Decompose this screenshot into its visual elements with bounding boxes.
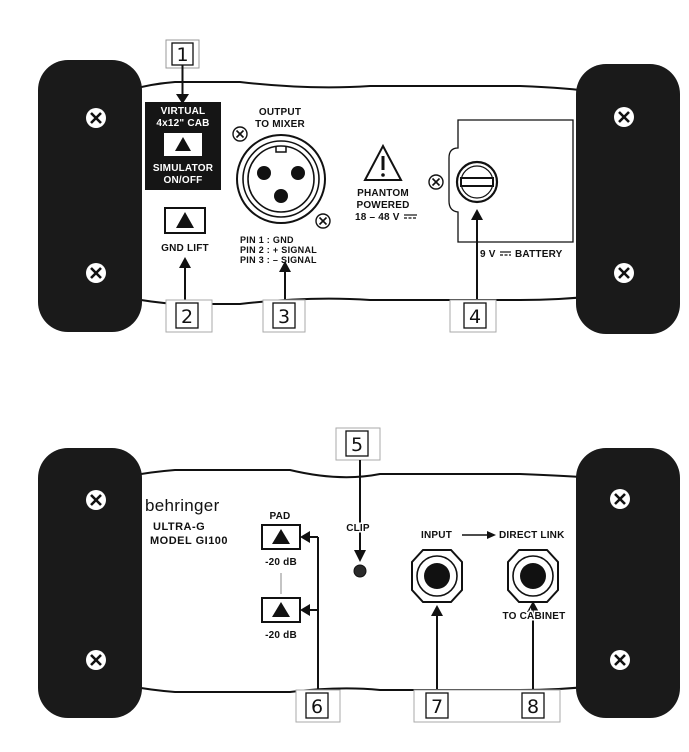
battery-voltage-label: 9 V: [480, 249, 496, 260]
screw-icon: [315, 213, 331, 229]
to-cabinet-label: TO CABINET: [503, 611, 566, 622]
top-left-bumper: [38, 60, 142, 332]
model-line-2: MODEL GI100: [150, 535, 228, 547]
triangle-up-icon: [272, 529, 290, 544]
direct-link-jack[interactable]: [507, 549, 559, 603]
screw-icon: [608, 487, 632, 511]
callout-7-number: 7: [431, 696, 443, 718]
gnd-lift-label: GND LIFT: [161, 243, 209, 254]
screw-icon: [232, 126, 248, 142]
arrow-right-icon: [487, 531, 496, 539]
bottom-panel: behringer ULTRA-G MODEL GI100 PAD -20 dB…: [38, 427, 680, 723]
pin-3-label: PIN 3 : – SIGNAL: [240, 255, 317, 265]
direct-link-label: DIRECT LINK: [499, 530, 565, 541]
clip-label: CLIP: [346, 523, 370, 534]
callout-6-number: 6: [311, 696, 323, 718]
pad-value-2: -20 dB: [265, 630, 297, 641]
phantom-voltage-label: 18 – 48 V: [355, 212, 400, 223]
triangle-up-icon: [175, 137, 191, 151]
screw-icon: [608, 648, 632, 672]
pad-label: PAD: [270, 511, 291, 522]
warning-triangle-icon: [363, 143, 403, 181]
simulator-label-simulator: SIMULATOR: [153, 163, 214, 174]
screw-icon: [84, 106, 108, 130]
simulator-label-virtual: VIRTUAL: [161, 106, 206, 117]
triangle-up-icon: [176, 212, 194, 228]
pin-2-label: PIN 2 : + SIGNAL: [240, 245, 317, 255]
top-right-bumper: [576, 64, 680, 334]
triangle-up-icon: [272, 602, 290, 617]
callout-3-number: 3: [278, 306, 290, 328]
simulator-label-cab: 4x12" CAB: [156, 118, 209, 129]
pin-1-label: PIN 1 : GND: [240, 235, 294, 245]
screw-icon: [84, 648, 108, 672]
callout-1-number: 1: [176, 44, 188, 66]
pad-value-1: -20 dB: [265, 557, 297, 568]
callout-5-number: 5: [351, 434, 363, 456]
callout-4-number: 4: [469, 306, 481, 328]
model-line-1: ULTRA-G: [153, 521, 205, 533]
screw-icon: [84, 488, 108, 512]
xlr-output-jack[interactable]: [236, 134, 326, 224]
powered-label: POWERED: [356, 200, 409, 211]
callout-2-number: 2: [181, 306, 193, 328]
phantom-label: PHANTOM: [357, 188, 409, 199]
input-jack[interactable]: [411, 549, 463, 603]
top-panel: 1 VIRTUAL 4x12" CAB SIMULATOR ON/OFF GND…: [38, 39, 680, 334]
clip-led: [353, 564, 367, 578]
screw-icon: [612, 105, 636, 129]
bottom-right-bumper: [576, 448, 680, 718]
brand-logo: behringer: [145, 496, 220, 515]
simulator-label-onoff: ON/OFF: [164, 175, 203, 186]
screw-icon: [612, 261, 636, 285]
callout-8-number: 8: [527, 696, 539, 718]
input-label: INPUT: [421, 530, 452, 541]
screw-icon: [428, 174, 444, 190]
dc-symbol-icon: [500, 251, 511, 256]
dc-symbol-icon: [404, 214, 417, 219]
battery-screw-icon[interactable]: [455, 160, 499, 204]
battery-label: BATTERY: [515, 249, 563, 260]
output-label: OUTPUT: [259, 107, 301, 118]
battery-compartment: [448, 119, 574, 243]
screw-icon: [84, 261, 108, 285]
bottom-left-bumper: [38, 448, 142, 718]
to-mixer-label: TO MIXER: [255, 119, 305, 130]
